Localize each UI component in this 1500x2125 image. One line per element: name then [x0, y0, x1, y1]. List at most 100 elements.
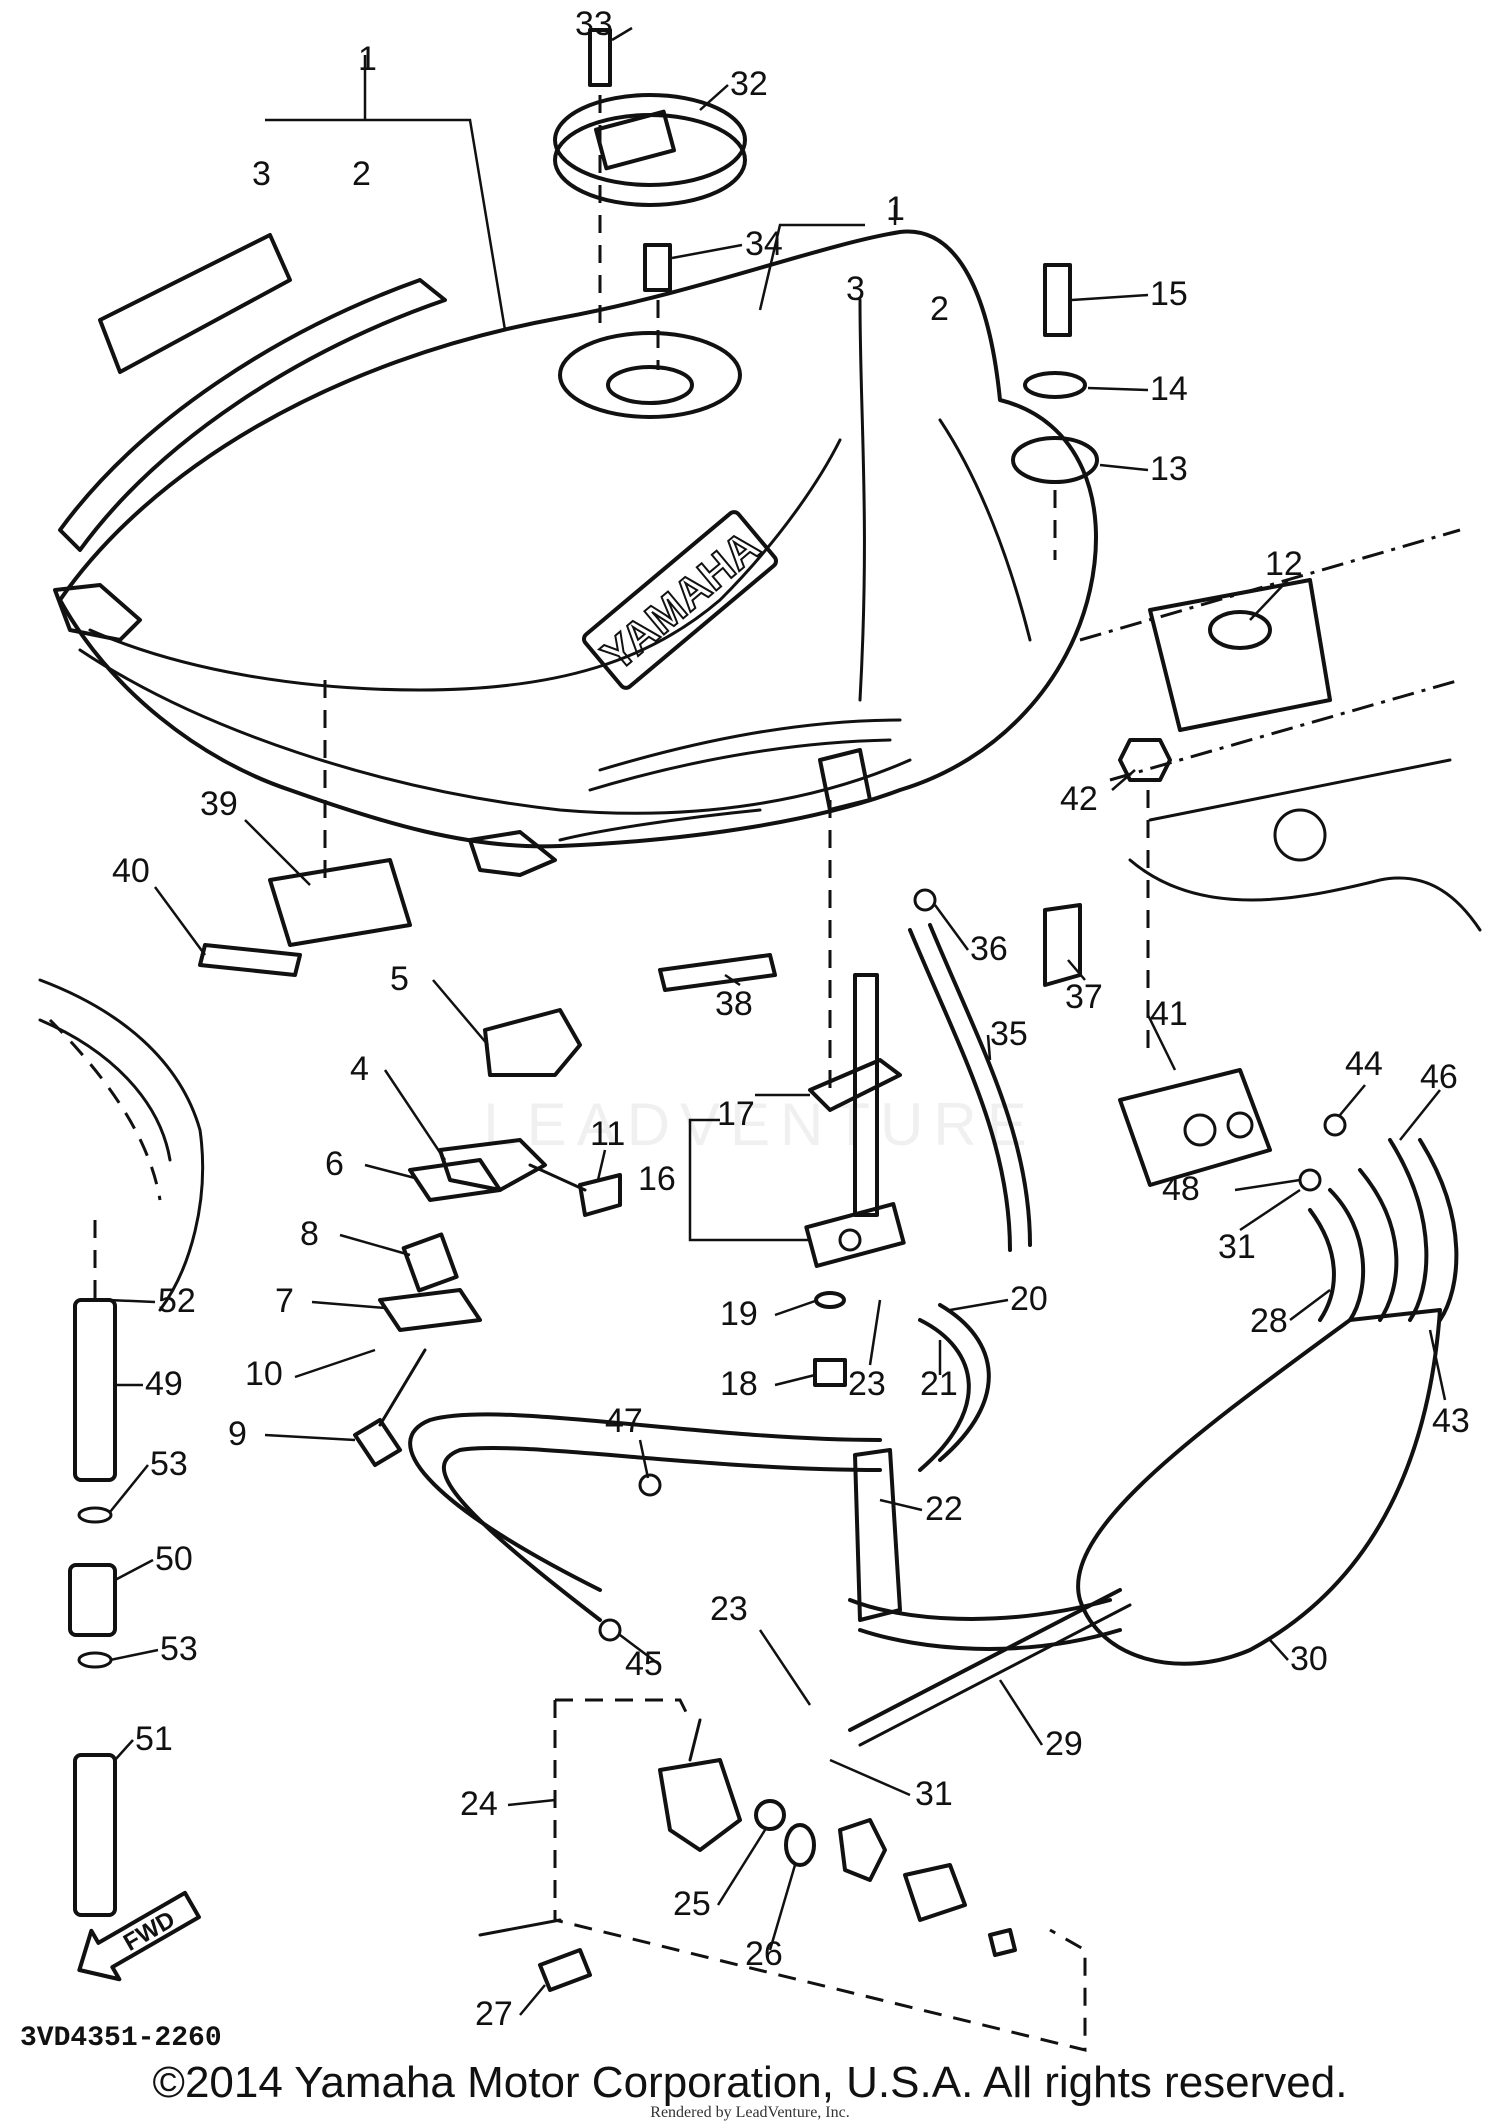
emblem-decal-left: [98, 233, 292, 374]
diagram-code: 3VD4351-2260: [20, 2023, 222, 2054]
callout-18: 18: [720, 1365, 758, 1403]
strip-40: [198, 943, 302, 977]
callout-1b: 1: [886, 190, 905, 228]
callout-13: 13: [1150, 450, 1188, 488]
callout-42: 42: [1060, 780, 1098, 818]
clip-47: [638, 1473, 662, 1497]
damper-50: [68, 1563, 117, 1637]
filler-cap: [553, 93, 747, 207]
rendered-by-credit: Rendered by LeadVenture, Inc.: [650, 2104, 850, 2121]
callout-37: 37: [1065, 978, 1103, 1016]
callout-1a: 1: [358, 40, 377, 78]
hose-protector: [1076, 1308, 1442, 1666]
callout-24: 24: [460, 1785, 498, 1823]
callout-39: 39: [200, 785, 238, 823]
plate-6: [408, 1158, 502, 1202]
callout-3a: 3: [252, 155, 271, 193]
callout-12: 12: [1265, 545, 1303, 583]
callout-26: 26: [745, 1935, 783, 1973]
spring-hose: [848, 1588, 1122, 1732]
clip-44: [1323, 1113, 1347, 1137]
callout-33: 33: [575, 5, 613, 43]
callout-30: 30: [1290, 1640, 1328, 1678]
damper-51: [73, 1753, 117, 1917]
fwd-arrow: FWD: [77, 1890, 201, 1982]
fuel-cock-plate: [808, 1058, 902, 1112]
callout-53b: 53: [160, 1630, 198, 1668]
vent-hose-28: [1328, 1188, 1366, 1322]
callout-3b: 3: [846, 270, 865, 308]
clip-36: [913, 888, 937, 912]
nut: [1118, 738, 1172, 782]
cap-screw: [643, 243, 672, 292]
callout-44: 44: [1345, 1045, 1383, 1083]
small-screw: [988, 1928, 1017, 1957]
callout-31a: 31: [1218, 1228, 1256, 1266]
callout-17: 17: [717, 1095, 755, 1133]
callout-2a: 2: [352, 155, 371, 193]
callout-14: 14: [1150, 370, 1188, 408]
bolt-9: [353, 1418, 402, 1467]
callout-45: 45: [625, 1645, 663, 1683]
collar-8: [401, 1232, 459, 1293]
callout-28: 28: [1250, 1302, 1288, 1340]
callout-53a: 53: [150, 1445, 188, 1483]
mount-bolt: [1043, 263, 1072, 337]
callout-19: 19: [720, 1295, 758, 1333]
clip-48: [1298, 1168, 1322, 1192]
callout-2b: 2: [930, 290, 949, 328]
lever: [838, 1818, 887, 1882]
callout-10: 10: [245, 1355, 283, 1393]
strip-38: [658, 953, 777, 992]
watermark: LEADVENTURE: [483, 1091, 1037, 1158]
callout-25: 25: [673, 1885, 711, 1923]
damper-49: [73, 1298, 117, 1482]
callout-43: 43: [1432, 1402, 1470, 1440]
fuel-tank: YAMAHA: [53, 229, 1098, 877]
callout-11: 11: [590, 1115, 625, 1153]
breather-hose-46: [1388, 1138, 1429, 1322]
callout-23b: 23: [710, 1590, 748, 1628]
callout-22: 22: [925, 1490, 963, 1528]
callout-31b: 31: [915, 1775, 953, 1813]
callout-15: 15: [1150, 275, 1188, 313]
callout-52: 52: [158, 1282, 196, 1320]
fuel-hose-20: [938, 1303, 991, 1462]
callout-29: 29: [1045, 1725, 1083, 1763]
callout-36: 36: [970, 930, 1008, 968]
callout-50: 50: [155, 1540, 193, 1578]
clip-45: [598, 1618, 622, 1642]
callout-4: 4: [350, 1050, 369, 1088]
bracket-5: [483, 1008, 582, 1077]
callout-40: 40: [112, 852, 150, 890]
cover-plate: [903, 1863, 967, 1922]
fuel-hose-loop: [408, 1412, 882, 1592]
callout-16: 16: [638, 1160, 676, 1198]
leader-lines: [107, 26, 1447, 2016]
fuel-cock-24: [658, 1718, 742, 1852]
pad-37: [1043, 903, 1082, 987]
frame-section: [1079, 528, 1482, 932]
plate-7: [378, 1288, 482, 1332]
mount-damper: [1011, 436, 1099, 484]
mount-washer: [1023, 371, 1087, 399]
bracket-4: [438, 1138, 547, 1192]
cap-bolt: [588, 28, 612, 87]
callout-47: 47: [605, 1402, 643, 1440]
screw-27: [538, 1948, 592, 1992]
fuel-cock: [804, 973, 906, 1268]
callout-32: 32: [730, 65, 768, 103]
fuel-relay: [1118, 1068, 1272, 1187]
oring-25: [754, 1799, 786, 1831]
callout-38: 38: [715, 985, 753, 1023]
fuel-hose-21: [918, 1318, 971, 1472]
callout-20: 20: [1010, 1280, 1048, 1318]
callout-48: 48: [1162, 1170, 1200, 1208]
callout-7: 7: [275, 1282, 294, 1320]
sleeve-22: [853, 1448, 902, 1622]
callout-8: 8: [300, 1215, 319, 1253]
callout-51: 51: [135, 1720, 173, 1758]
callout-labels: 1 2 3 33 32 34 1 3 2 15 14 13 12 42 39 4…: [112, 5, 1470, 2033]
pad-39: [268, 858, 412, 947]
